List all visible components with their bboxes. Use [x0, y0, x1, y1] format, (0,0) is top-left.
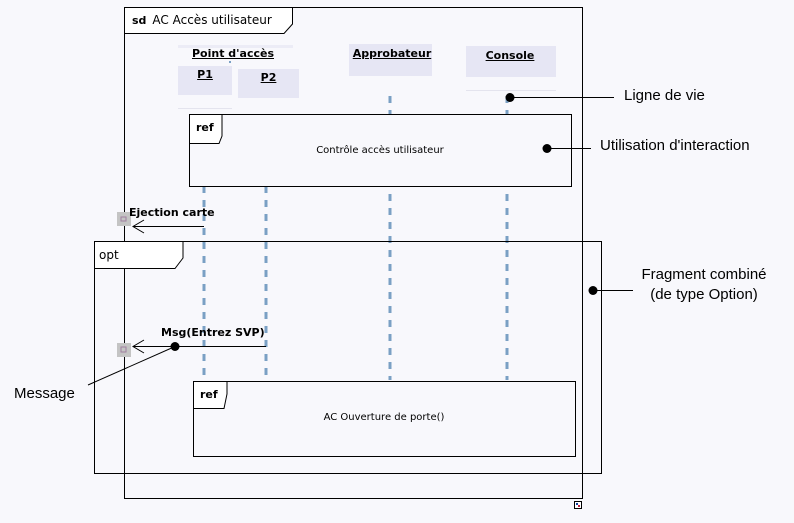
- callout-fragment-line2: (de type Option): [650, 286, 758, 303]
- lifeline-head-p1[interactable]: P1: [197, 68, 213, 81]
- message-entrez-svp-label: Msg(Entrez SVP): [161, 326, 265, 339]
- callout-ligne-de-vie: Ligne de vie: [624, 87, 705, 104]
- callout-message: Message: [14, 385, 75, 402]
- lifeline-group-point-acces[interactable]: Point d'accès: [191, 47, 275, 60]
- ref-controle-acces[interactable]: [189, 114, 572, 187]
- sd-frame-tab: [124, 7, 293, 34]
- resize-handle-mark-red: [578, 505, 580, 507]
- sd-title: AC Accès utilisateur: [152, 13, 272, 27]
- ref2-keyword: ref: [200, 388, 218, 401]
- callout-message-connector: [87, 346, 176, 386]
- gate-ejection: [117, 212, 131, 226]
- console-header-bg: [466, 46, 556, 77]
- opt-operator-label: opt: [99, 248, 119, 262]
- gate-msg: [117, 343, 131, 357]
- p2-header-bg: [238, 69, 299, 98]
- resize-handle-mark-blue: [576, 503, 578, 505]
- message-ejection-carte-label: Ejection carte: [129, 206, 215, 219]
- callout-fragment-dot: [588, 286, 598, 295]
- callout-message-dot: [170, 342, 180, 351]
- gate-msg-mark: [120, 346, 127, 353]
- sd-frame-title: sd AC Accès utilisateur: [132, 13, 272, 27]
- p1-header-bg: [178, 66, 232, 95]
- gate-ejection-mark: [120, 216, 127, 222]
- approbateur-header-bg: [349, 44, 432, 76]
- ref1-tab: [189, 114, 223, 144]
- opt-fragment-tab: [94, 241, 184, 269]
- opt-fragment[interactable]: [94, 241, 602, 474]
- group-connector-dot: [229, 61, 231, 63]
- ref2-text: AC Ouverture de porte(): [323, 412, 445, 423]
- ref1-text: Contrôle accès utilisateur: [316, 145, 444, 156]
- callout-fragment-line1: Fragment combiné: [641, 266, 767, 283]
- lifeline-head-console[interactable]: Console: [485, 49, 535, 62]
- lifeline-head-approbateur[interactable]: Approbateur: [352, 47, 432, 60]
- callout-interaction-dot: [542, 144, 552, 153]
- sd-keyword: sd: [132, 14, 147, 27]
- ref2-tab: [193, 381, 228, 409]
- group-header-bg: [178, 45, 293, 48]
- ref1-keyword: ref: [196, 121, 214, 134]
- message-entrez-svp-arrowhead: [132, 339, 145, 354]
- callout-utilisation-interaction: Utilisation d'interaction: [600, 137, 750, 154]
- callout-fragment-combine: Fragment combiné (de type Option): [632, 265, 776, 305]
- callout-lifeline-dot: [505, 93, 515, 102]
- message-ejection-carte-arrowhead: [132, 219, 145, 234]
- lifeline-head-p2[interactable]: P2: [260, 71, 277, 84]
- ref-ouverture-porte[interactable]: [193, 381, 576, 457]
